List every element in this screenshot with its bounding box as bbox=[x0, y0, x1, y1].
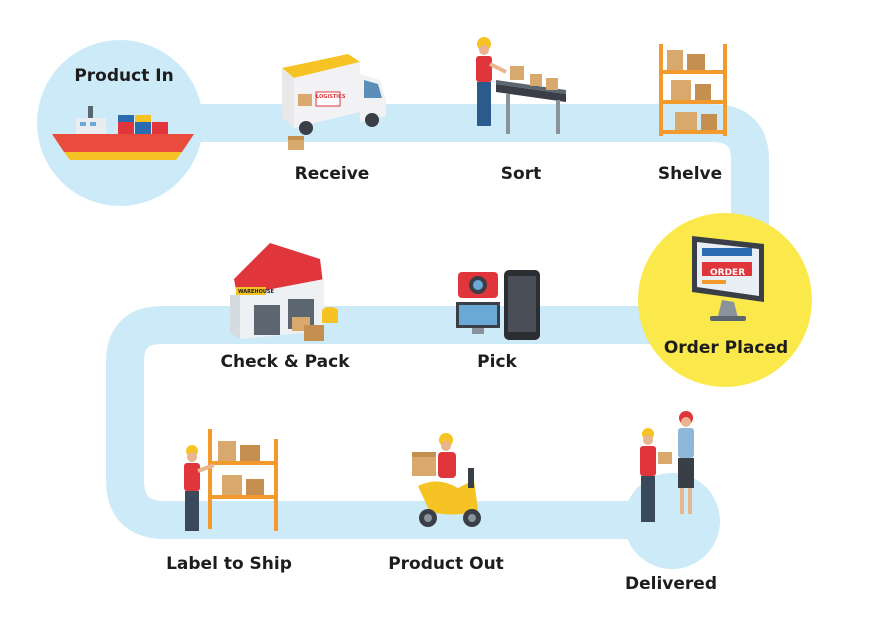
delivery-handoff-icon bbox=[640, 411, 694, 522]
step-label-pick: Pick bbox=[477, 352, 517, 372]
warehouse-sign-text: WAREHOUSE bbox=[238, 289, 274, 295]
order-placed-circle bbox=[638, 213, 812, 387]
sorting-conveyor-icon bbox=[476, 37, 566, 134]
step-label-product-in: Product In bbox=[74, 66, 174, 86]
monitor-sign-text: ORDER bbox=[710, 268, 746, 278]
step-label-delivered: Delivered bbox=[625, 574, 717, 594]
step-label-order-placed: Order Placed bbox=[663, 338, 789, 358]
step-label-receive: Receive bbox=[294, 164, 370, 184]
delivery-truck-icon bbox=[282, 54, 386, 150]
flow-ribbon bbox=[101, 104, 769, 539]
storage-shelf-icon bbox=[659, 44, 727, 136]
step-label-shelve: Shelve bbox=[657, 164, 723, 184]
delivery-scooter-icon bbox=[412, 433, 481, 527]
step-label-check-pack: Check & Pack bbox=[220, 352, 350, 372]
warehouse-icon bbox=[230, 243, 338, 341]
step-label-sort: Sort bbox=[500, 164, 542, 184]
step-label-product-out: Product Out bbox=[388, 554, 504, 574]
step-label-label-to-ship: Label to Ship bbox=[166, 554, 292, 574]
devices-pick-icon bbox=[456, 270, 540, 340]
monitor-order-icon bbox=[692, 236, 764, 321]
ship-icon bbox=[52, 106, 194, 160]
labeling-worker-icon bbox=[184, 429, 278, 531]
truck-logo-text: LOGISTICS bbox=[316, 94, 346, 100]
